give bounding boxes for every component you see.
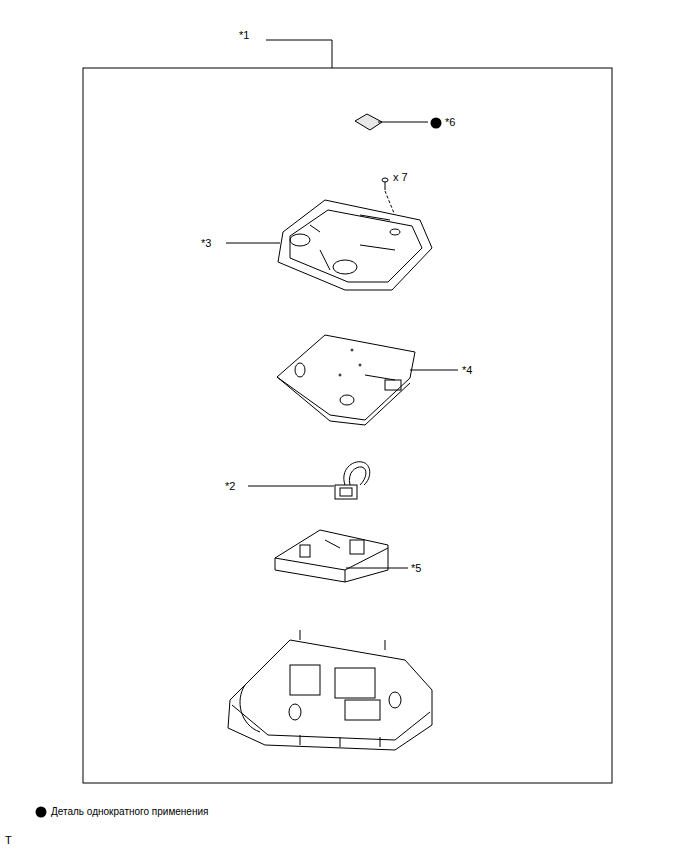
callout-number: *1 bbox=[238, 29, 250, 42]
label-sticker bbox=[355, 114, 382, 130]
leader-line bbox=[410, 370, 458, 371]
screw-symbol bbox=[382, 178, 388, 190]
callout-number: T bbox=[4, 834, 13, 847]
bracket-plate bbox=[278, 200, 432, 290]
callout-number: *2 bbox=[224, 480, 236, 493]
circuit-board bbox=[277, 335, 415, 425]
callout-number: *3 bbox=[200, 237, 212, 250]
map-light-housing bbox=[228, 630, 432, 750]
lamp-housing-cover bbox=[275, 530, 388, 582]
leader-line bbox=[248, 486, 334, 487]
single-use-mark bbox=[431, 118, 442, 129]
leader-line bbox=[346, 568, 408, 569]
leader-line bbox=[266, 40, 332, 68]
leader-line bbox=[226, 243, 280, 244]
callout-number: *6 bbox=[444, 116, 456, 129]
callout-number: *4 bbox=[461, 364, 473, 377]
legend-symbol bbox=[36, 807, 47, 818]
wire-connector bbox=[335, 462, 370, 499]
assembly-frame bbox=[83, 68, 612, 783]
callout-number: *5 bbox=[410, 562, 422, 575]
legend-text: Деталь однократного применения bbox=[51, 806, 208, 818]
callout-number: x 7 bbox=[392, 171, 409, 184]
leader-line bbox=[378, 122, 428, 123]
